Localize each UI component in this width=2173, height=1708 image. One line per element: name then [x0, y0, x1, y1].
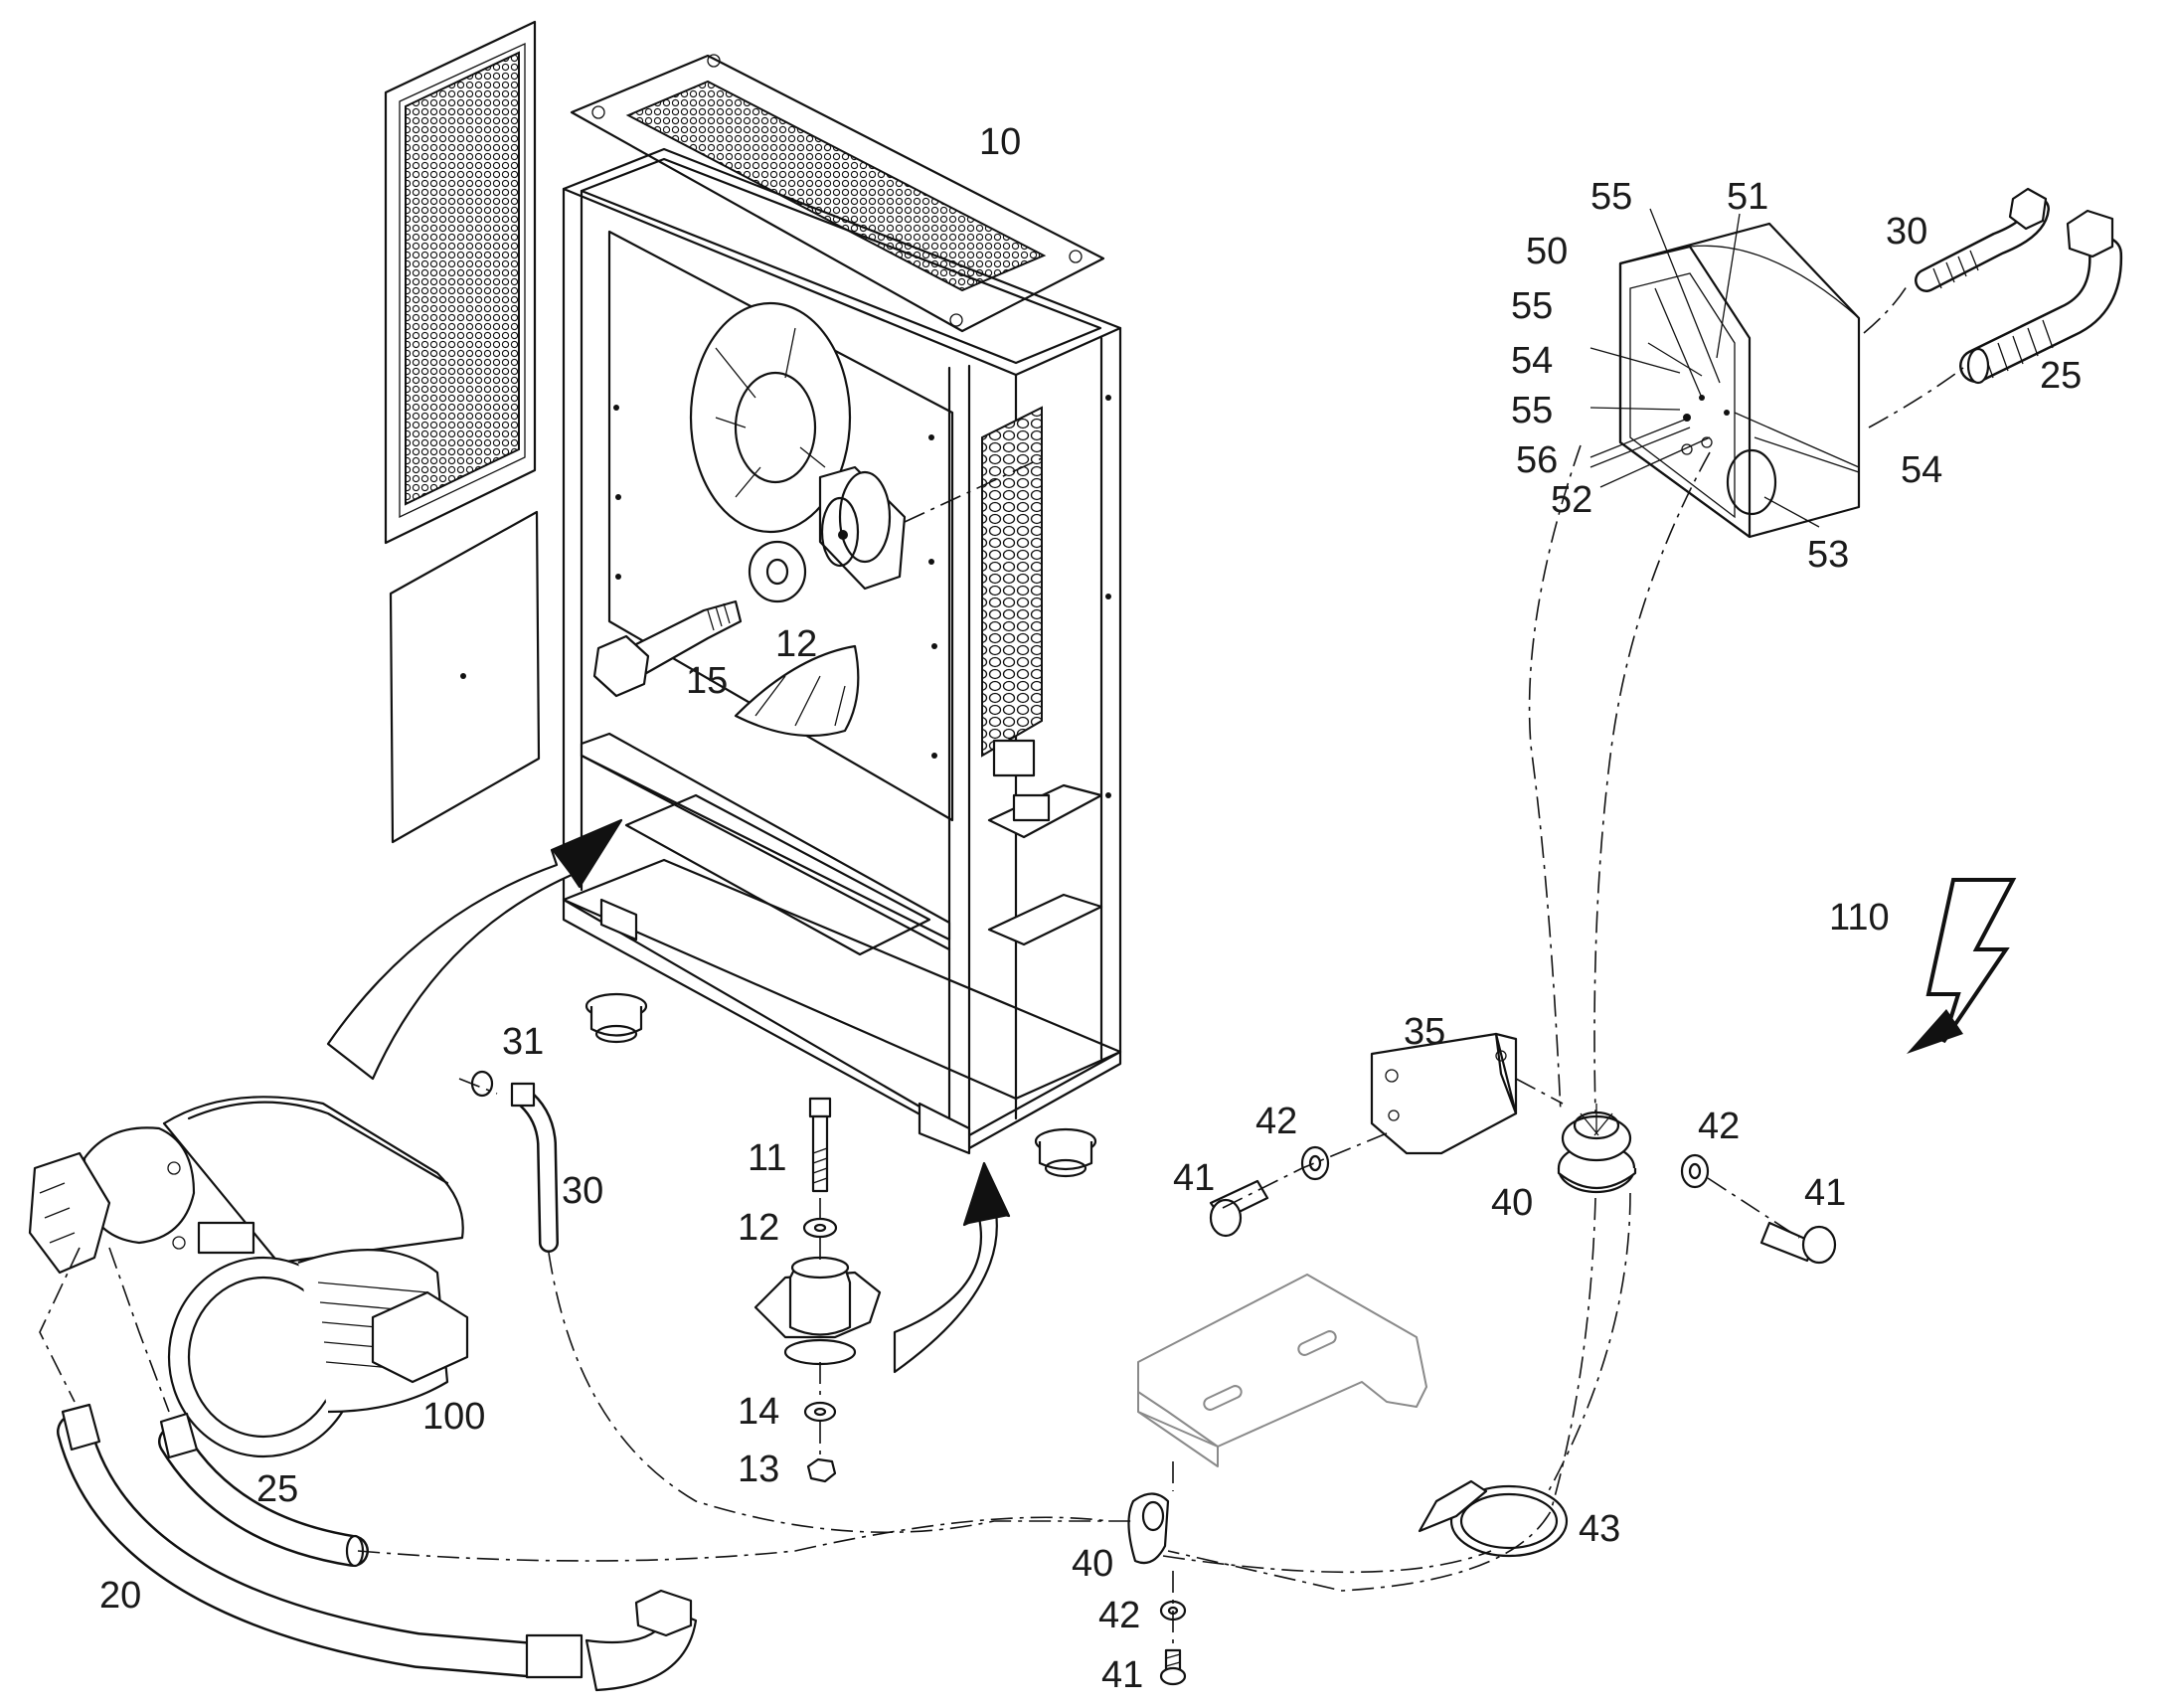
- callout-30-upper: 30: [1886, 211, 1927, 253]
- callout-41-right: 41: [1804, 1172, 1846, 1214]
- electrical-box: [1618, 222, 1861, 539]
- hose-20: [57, 1403, 698, 1692]
- callout-35: 35: [1404, 1011, 1445, 1053]
- callout-52: 52: [1551, 479, 1592, 521]
- callout-41-lower: 41: [1101, 1654, 1143, 1696]
- fan-motor: [818, 465, 907, 591]
- hose-30-lower: [470, 1070, 559, 1253]
- cable-clamp-40: [1127, 1492, 1170, 1565]
- hose-25-upper: [1959, 209, 2123, 385]
- connection-lines: [39, 282, 1964, 1650]
- callout-14: 14: [738, 1391, 779, 1433]
- callout-55-top: 55: [1590, 176, 1632, 218]
- callout-25-lower: 25: [256, 1468, 298, 1510]
- screw-41-lower: [1159, 1648, 1187, 1686]
- callout-110: 110: [1829, 897, 1890, 939]
- callout-42-left: 42: [1255, 1101, 1297, 1142]
- callout-42-right: 42: [1698, 1106, 1740, 1147]
- callout-40-upper: 40: [1491, 1182, 1533, 1224]
- callout-51: 51: [1727, 176, 1768, 218]
- callout-20: 20: [99, 1575, 141, 1617]
- callout-15: 15: [686, 660, 728, 702]
- assembly-arrow-left: [326, 818, 623, 1081]
- callout-13: 13: [738, 1449, 779, 1490]
- callout-25-upper: 25: [2040, 355, 2082, 397]
- mounting-bracket-grey: [1137, 1274, 1427, 1467]
- bracket-35: [1370, 1032, 1518, 1155]
- mount-right: [1034, 1127, 1097, 1178]
- electrical-hazard-icon: [1907, 878, 2017, 1054]
- side-blank-panel: [389, 510, 541, 844]
- callout-100: 100: [422, 1396, 485, 1438]
- radiator-coil: [981, 406, 1051, 822]
- callout-31: 31: [502, 1021, 544, 1063]
- hex-bolt: [592, 599, 743, 698]
- hose-clamp-43: [1418, 1479, 1569, 1558]
- callout-labels: 10 12 15 55 51 30 50 55 54 25 55 56 52 5…: [99, 121, 2082, 1696]
- screw-41-right: [1759, 1221, 1837, 1265]
- callout-12-upper: 12: [775, 623, 817, 665]
- callout-55-lower: 55: [1511, 390, 1553, 431]
- fan-lower: [734, 644, 860, 738]
- callout-42-lower: 42: [1098, 1595, 1140, 1636]
- callout-56: 56: [1516, 439, 1558, 481]
- washer-42-right: [1680, 1153, 1710, 1189]
- mount-stack: [753, 1097, 882, 1483]
- callout-53: 53: [1807, 534, 1849, 576]
- callout-50: 50: [1526, 231, 1568, 272]
- fan-axis-line: [904, 456, 1045, 523]
- callout-54-right: 54: [1901, 449, 1942, 491]
- cable-grommet: [1557, 1104, 1637, 1194]
- side-mesh-panel: [384, 20, 537, 545]
- washer: [748, 540, 807, 603]
- callout-12-lower: 12: [738, 1207, 779, 1249]
- washer-42-left: [1300, 1145, 1330, 1181]
- pump-motor-unit: [28, 1096, 469, 1458]
- callout-55-mid: 55: [1511, 285, 1553, 327]
- callout-11: 11: [748, 1137, 786, 1179]
- callout-43: 43: [1579, 1508, 1620, 1550]
- callout-10: 10: [979, 121, 1021, 163]
- callout-40-lower: 40: [1072, 1543, 1113, 1585]
- leader-lines: [1589, 208, 1860, 528]
- assembly-arrow-right: [893, 1161, 1011, 1374]
- callout-30-lower: 30: [562, 1170, 603, 1212]
- mount-left: [585, 992, 648, 1044]
- callout-41-left: 41: [1173, 1157, 1215, 1199]
- callout-54-left: 54: [1511, 340, 1553, 382]
- hose-30-upper: [1915, 187, 2050, 292]
- fan-upper: [689, 301, 852, 534]
